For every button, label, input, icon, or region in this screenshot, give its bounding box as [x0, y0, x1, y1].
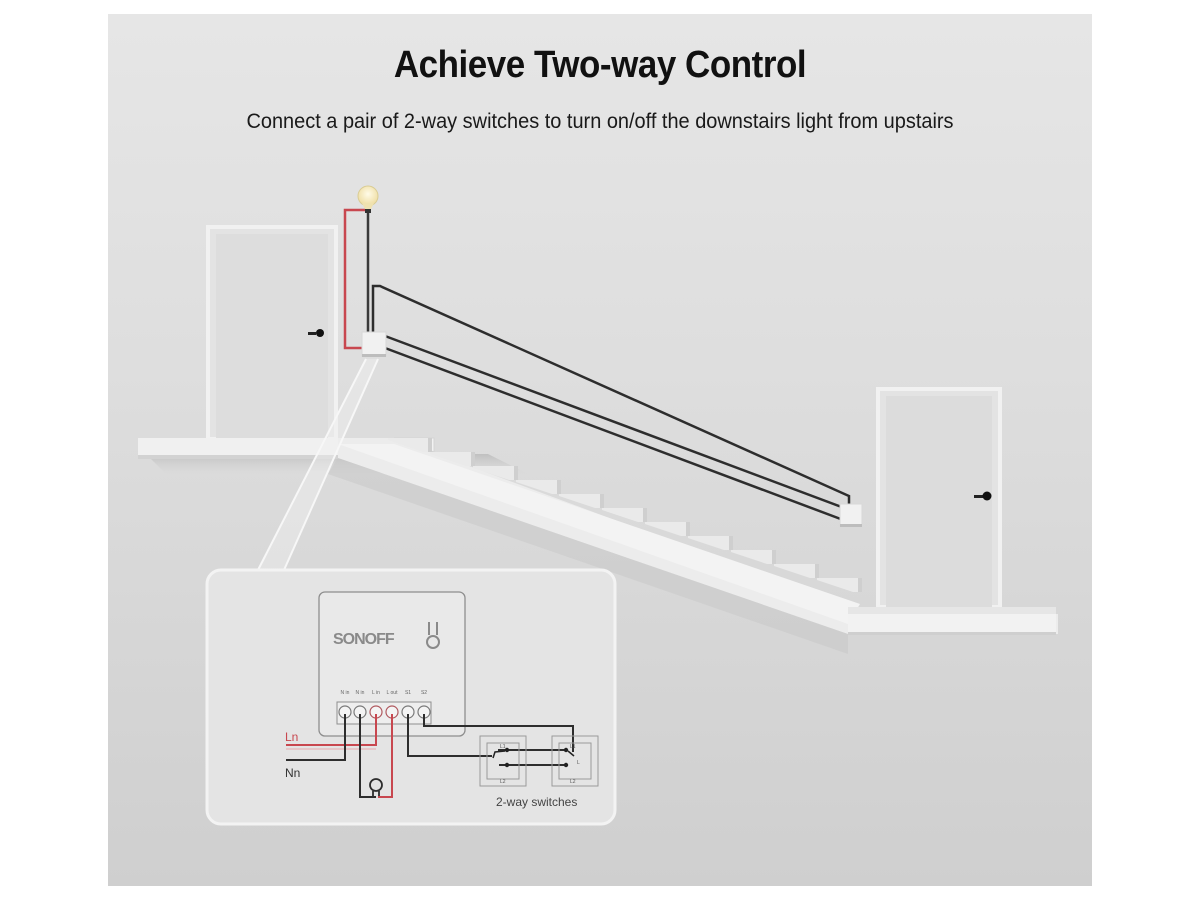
lamp-icon — [369, 778, 383, 796]
terminal-label: L in — [372, 690, 380, 696]
two-way-switch-1: L1 L2 — [479, 735, 527, 787]
ceiling-light-bulb-icon — [357, 185, 379, 213]
upstairs-door — [206, 225, 338, 441]
terminal-label: S1 — [405, 690, 411, 696]
two-way-switch-2: L1 L2 L — [551, 735, 599, 787]
switches-caption: 2-way switches — [496, 795, 577, 809]
downstairs-wall-switch — [839, 503, 863, 527]
switch-terminal-label: L — [577, 760, 580, 766]
zoom-callout-beam — [257, 358, 379, 571]
terminal-label: N in — [341, 690, 350, 696]
upstairs-wall-switch — [361, 331, 387, 357]
staircase-scene: SONOFF N in N in L in L out S1 S2 — [138, 185, 1058, 826]
wiring-illustration: SONOFF N in N in L in L out S1 S2 — [108, 14, 1092, 886]
switch-terminal-label: L2 — [570, 779, 576, 785]
terminal-label: L out — [387, 690, 399, 696]
door-handle-icon — [974, 491, 992, 501]
lower-landing — [848, 607, 1056, 635]
page-title: Achieve Two-way Control — [393, 44, 807, 86]
line-label: Ln — [285, 730, 298, 744]
switch-terminal-label: L1 — [570, 744, 576, 750]
terminal-label: N in — [356, 690, 365, 696]
brand-logo: SONOFF — [333, 631, 395, 648]
neutral-label: Nn — [285, 766, 300, 780]
switch-terminal-label: L1 — [500, 744, 506, 750]
terminal-label: S2 — [421, 690, 427, 696]
page-subtitle: Connect a pair of 2-way switches to turn… — [246, 110, 954, 133]
door-handle-icon — [308, 329, 324, 337]
switch-terminal-label: L2 — [500, 779, 506, 785]
staircase — [328, 437, 1058, 654]
panel-wiring — [286, 714, 574, 798]
house-wiring — [343, 208, 851, 523]
power-plug-icon — [426, 622, 440, 649]
downstairs-door — [876, 387, 1002, 609]
